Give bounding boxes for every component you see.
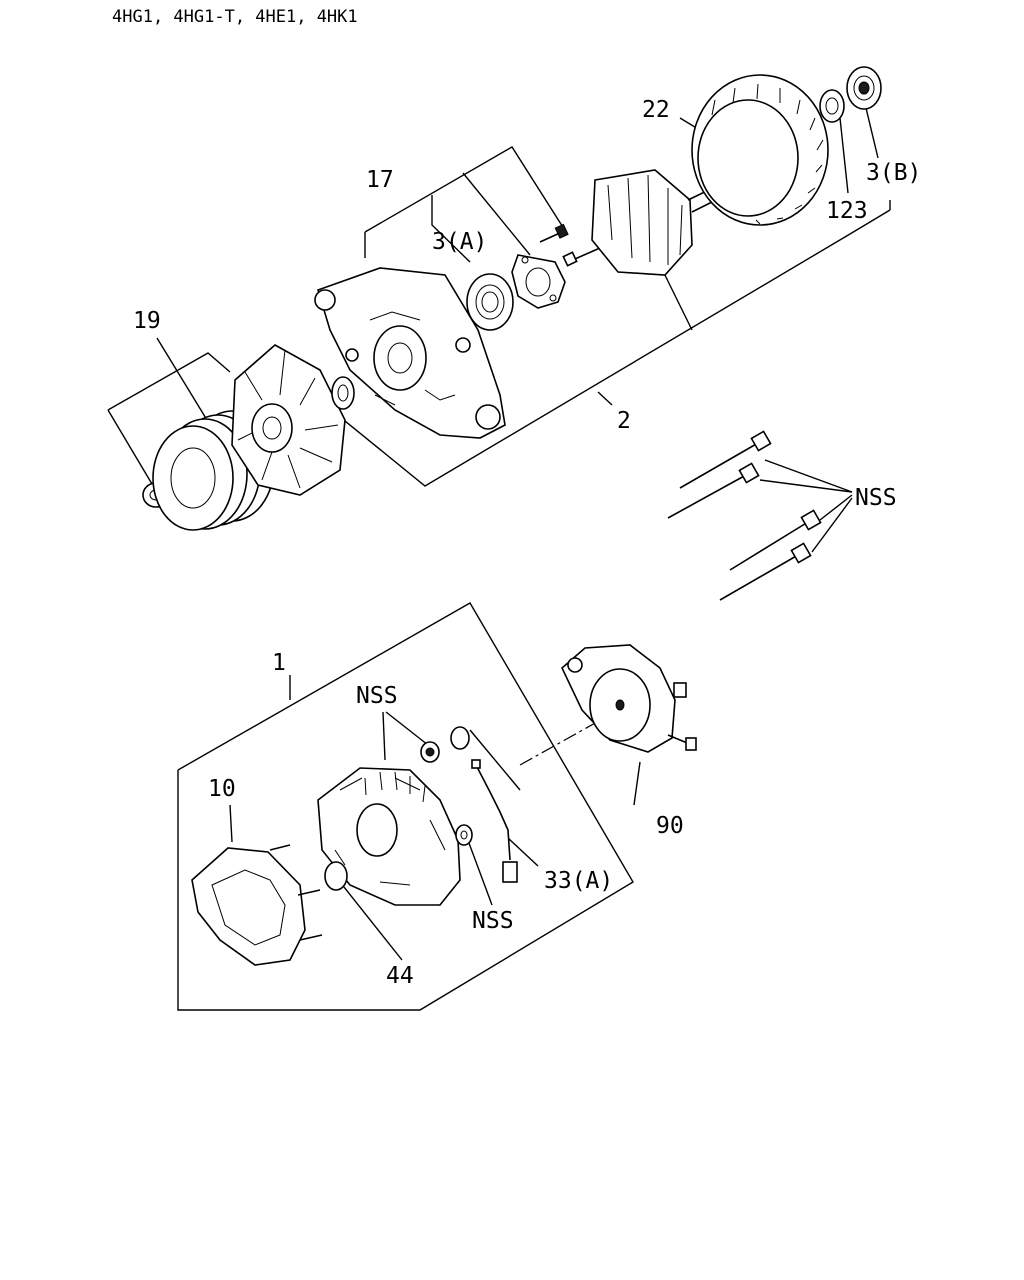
label-nss-bolts: NSS [855,485,897,511]
vacuum-pump [561,644,697,753]
retainer-screw [539,223,569,243]
label-2: 2 [617,408,631,434]
through-bolts [667,430,822,601]
front-bearing [466,273,514,331]
label-3a: 3(A) [432,229,487,255]
label-44: 44 [386,963,414,989]
label-33a: 33(A) [544,868,613,894]
center-line [519,711,616,766]
label-123: 123 [826,198,868,224]
washer [455,824,473,846]
rear-bearing [846,66,882,110]
wire-harness [471,759,518,883]
oil-seal [331,376,355,410]
label-nss-washer: NSS [472,908,514,934]
terminal-insulator [450,726,470,750]
label-1: 1 [272,650,286,676]
bearing-collar [324,861,348,891]
label-3b: 3(B) [866,160,921,186]
label-90: 90 [656,813,684,839]
label-22: 22 [642,97,670,123]
front-housing [314,267,506,439]
label-17: 17 [366,167,394,193]
label-19: 19 [133,308,161,334]
assembly-1-outline [177,602,634,1011]
cooling-fan [231,344,346,496]
bearing-spacer [819,89,845,123]
label-nss-nut: NSS [356,683,398,709]
leader-lines [156,107,879,961]
bearing-retainer-plate [511,254,566,309]
regulator-brush-holder [191,844,323,966]
terminal-nut [420,741,440,763]
stator [691,74,829,226]
engine-models-header: 4HG1, 4HG1-T, 4HE1, 4HK1 [112,7,358,27]
label-10: 10 [208,776,236,802]
assembly-2-outline [291,146,891,487]
rear-housing [317,767,461,906]
assembly-19-outline [107,352,231,485]
